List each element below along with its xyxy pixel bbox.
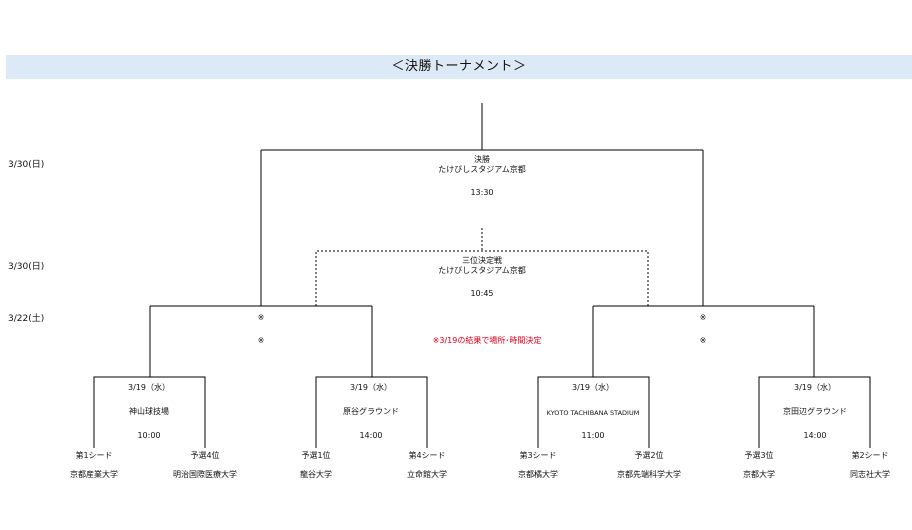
qf1-bracket [93,376,206,448]
semi-right-mark-top: ※ [699,313,707,322]
qf3-date: 3/19（水） [572,383,614,392]
qf4-venue: 京田辺グラウンド [783,407,847,416]
qf1-time: 10:00 [137,431,161,440]
third-place-time: 10:45 [470,289,494,298]
date-third-place: 3/30(日) [8,262,45,272]
qf3-team2-seed: 予選2位 [634,451,664,460]
qf2-date: 3/19（水） [350,383,392,392]
page-title: ＜決勝トーナメント＞ [391,59,527,74]
qf4-bracket [758,376,871,448]
qf2-venue: 原谷グラウンド [343,407,399,416]
qf4-date: 3/19（水） [794,383,836,392]
semi-right-mark-bottom: ※ [699,336,707,345]
qf4-team1-name: 京都大学 [743,470,775,479]
qf3-team2-name: 京都先端科学大学 [617,470,681,479]
qf1-team1-seed: 第1シード [75,451,113,460]
qf3-team1-name: 京都橘大学 [518,470,558,479]
date-semifinal: 3/22(土) [8,314,45,324]
final-venue: たけびしスタジアム京都 [438,165,526,174]
qf1-team1-name: 京都産業大学 [70,470,118,479]
qf2-bracket [315,376,428,448]
qf3-time: 11:00 [581,431,605,440]
qf4-team2-seed: 第2シード [851,451,889,460]
qf2-team1-name: 龍谷大学 [300,470,332,479]
qf3-venue: KYOTO TACHIBANA STADIUM [546,409,640,417]
qf4-team2-name: 同志社大学 [850,470,890,479]
final-time: 13:30 [470,188,494,197]
third-place-venue: たけびしスタジアム京都 [438,266,526,275]
qf3-team1-seed: 第3シード [519,451,557,460]
qf1-team2-seed: 予選4位 [190,451,220,460]
semi-left-mark-top: ※ [257,313,265,322]
qf2-team2-seed: 第4シード [408,451,446,460]
third-place-label: 三位決定戦 [462,256,502,265]
qf4-team1-seed: 予選3位 [744,451,774,460]
qf1-team2-name: 明治国際医療大学 [173,470,237,479]
date-final: 3/30(日) [8,160,45,170]
semi-left-mark-bottom: ※ [257,336,265,345]
title-bar: ＜決勝トーナメント＞ [6,55,912,79]
qf4-time: 14:00 [803,431,827,440]
qf2-team2-name: 立命館大学 [407,470,447,479]
qf2-team1-seed: 予選1位 [301,451,331,460]
final-label: 決勝 [474,155,490,164]
qf2-time: 14:00 [359,431,383,440]
schedule-note: ※3/19の結果で場所･時間決定 [432,336,542,345]
third-bracket [315,250,649,306]
qf3-bracket [537,376,650,448]
qf1-date: 3/19（水） [128,383,170,392]
qf1-venue: 神山球技場 [129,407,169,416]
